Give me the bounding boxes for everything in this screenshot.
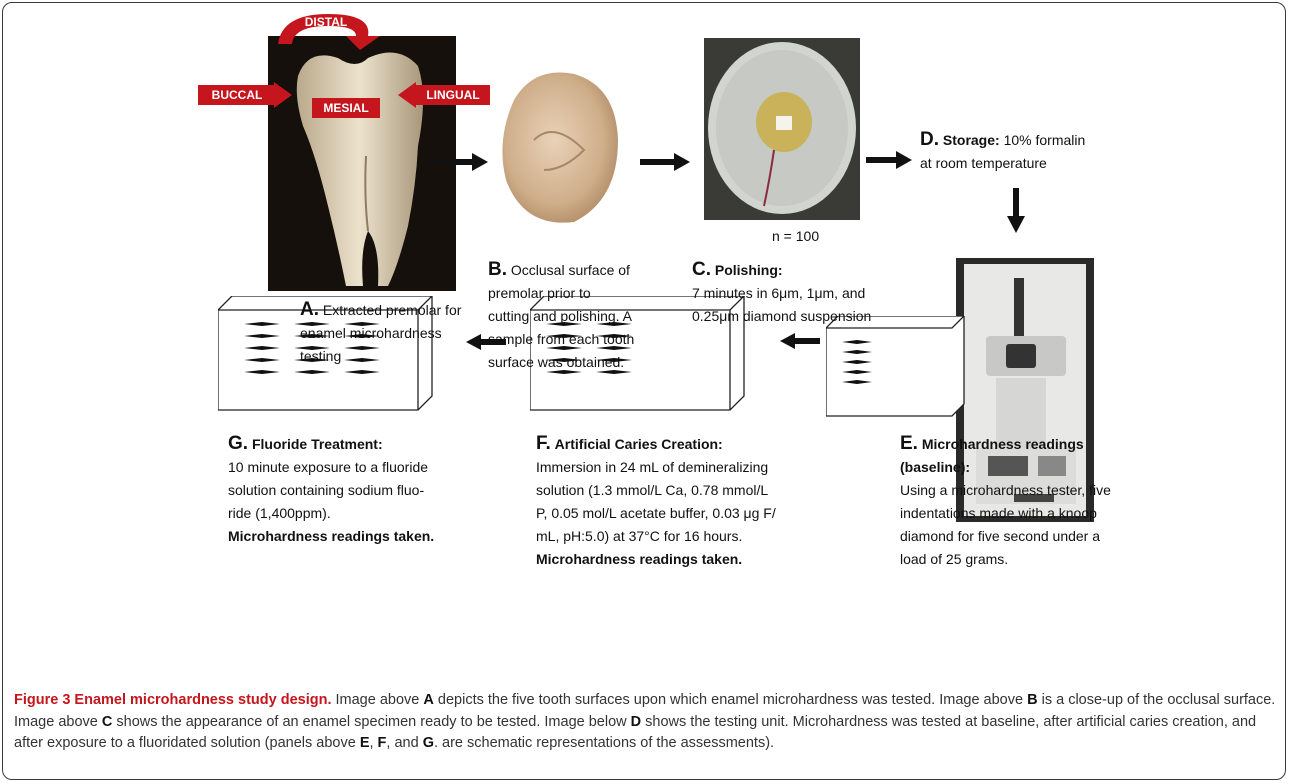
step-d-line2: at room temperature bbox=[920, 152, 1140, 175]
step-e-line2: indentations made with a knoop bbox=[900, 502, 1150, 525]
step-c-title: Polishing: bbox=[715, 262, 783, 278]
step-e-line1: Using a microhardness tester, five bbox=[900, 479, 1150, 502]
step-e-title2: (baseline): bbox=[900, 456, 1150, 479]
step-e-title: Microhardness readings bbox=[922, 436, 1084, 452]
caption-t8: . are schematic representations of the a… bbox=[434, 735, 774, 751]
step-g-text: G. Fluoride Treatment: 10 minute exposur… bbox=[228, 432, 498, 548]
step-b-letter: B. bbox=[488, 259, 507, 280]
arrow-e-to-f bbox=[780, 332, 820, 350]
step-f-text: F. Artificial Caries Creation: Immersion… bbox=[536, 432, 836, 571]
buccal-label: BUCCAL bbox=[202, 86, 272, 104]
arrow-c-to-d bbox=[866, 150, 914, 170]
step-b-line1: Occlusal surface of bbox=[511, 262, 630, 278]
mesial-label: MESIAL bbox=[312, 98, 380, 118]
step-d-letter: D. bbox=[920, 129, 939, 150]
caption-t7: , and bbox=[386, 735, 422, 751]
lingual-label: LINGUAL bbox=[418, 86, 488, 104]
step-g-line4: Microhardness readings taken. bbox=[228, 525, 498, 548]
step-a-text: A. Extracted premolar for enamel microha… bbox=[300, 298, 500, 368]
step-f-line2: solution (1.3 mmol/L Ca, 0.78 mmol/L bbox=[536, 479, 836, 502]
step-f-line5: Microhardness readings taken. bbox=[536, 548, 836, 571]
step-f-line4: mL, pH:5.0) at 37°C for 16 hours. bbox=[536, 525, 836, 548]
caption-ref-b: B bbox=[1027, 692, 1037, 708]
step-e-line4: load of 25 grams. bbox=[900, 548, 1150, 571]
sample-size: n = 100 bbox=[772, 228, 819, 244]
step-c-letter: C. bbox=[692, 259, 711, 280]
step-d-text: D. Storage: 10% formalin at room tempera… bbox=[920, 128, 1140, 175]
occlusal-photo bbox=[494, 60, 624, 230]
step-b-line2: premolar prior to bbox=[488, 282, 698, 305]
caption-ref-g: G bbox=[423, 735, 434, 751]
step-g-line1: 10 minute exposure to a fluoride bbox=[228, 456, 498, 479]
step-b-line5: surface was obtained. bbox=[488, 351, 698, 374]
step-e-line3: diamond for five second under a bbox=[900, 525, 1150, 548]
step-e-text: E. Microhardness readings (baseline): Us… bbox=[900, 432, 1150, 571]
step-a-line2: enamel microhardness bbox=[300, 322, 500, 345]
step-f-title: Artificial Caries Creation: bbox=[555, 436, 723, 452]
specimen-photo bbox=[704, 38, 860, 220]
arrow-a-to-b bbox=[428, 152, 490, 172]
step-g-letter: G. bbox=[228, 433, 248, 454]
step-f-letter: F. bbox=[536, 433, 551, 454]
step-g-line2: solution containing sodium fluo- bbox=[228, 479, 498, 502]
step-a-line1: Extracted premolar for bbox=[323, 302, 462, 318]
step-d-text1: 10% formalin bbox=[1004, 132, 1086, 148]
caption-ref-c: C bbox=[102, 714, 112, 730]
step-f-line3: P, 0.05 mol/L acetate buffer, 0.03 μg F/ bbox=[536, 502, 836, 525]
arrow-b-to-c bbox=[640, 152, 692, 172]
step-c-line2: 0.25μm diamond suspension bbox=[692, 305, 932, 328]
caption-t2: depicts the five tooth surfaces upon whi… bbox=[434, 692, 1027, 708]
step-c-line1: 7 minutes in 6μm, 1μm, and bbox=[692, 282, 932, 305]
step-b-text: B. Occlusal surface of premolar prior to… bbox=[488, 258, 698, 374]
step-a-letter: A. bbox=[300, 299, 319, 320]
caption-t1: Image above bbox=[331, 692, 423, 708]
caption-t4: shows the appearance of an enamel specim… bbox=[112, 714, 630, 730]
step-f-line1: Immersion in 24 mL of demineralizing bbox=[536, 456, 836, 479]
arrow-d-to-e bbox=[1006, 188, 1026, 234]
step-c-text: C. Polishing: 7 minutes in 6μm, 1μm, and… bbox=[692, 258, 932, 328]
step-b-line4: sample from each tooth bbox=[488, 328, 698, 351]
step-e-letter: E. bbox=[900, 433, 918, 454]
step-d-title: Storage: bbox=[943, 132, 1000, 148]
step-g-title: Fluoride Treatment: bbox=[252, 436, 383, 452]
caption-t6: , bbox=[369, 735, 377, 751]
step-a-line3: testing bbox=[300, 345, 500, 368]
caption-ref-d: D bbox=[631, 714, 641, 730]
caption-title: Figure 3 Enamel microhardness study desi… bbox=[14, 692, 331, 708]
distal-label: DISTAL bbox=[296, 13, 356, 31]
block-e bbox=[826, 316, 966, 418]
figure-caption: Figure 3 Enamel microhardness study desi… bbox=[14, 690, 1276, 755]
step-g-line3: ride (1,400ppm). bbox=[228, 502, 498, 525]
step-b-line3: cutting and polishing. A bbox=[488, 305, 698, 328]
caption-ref-a: A bbox=[423, 692, 433, 708]
